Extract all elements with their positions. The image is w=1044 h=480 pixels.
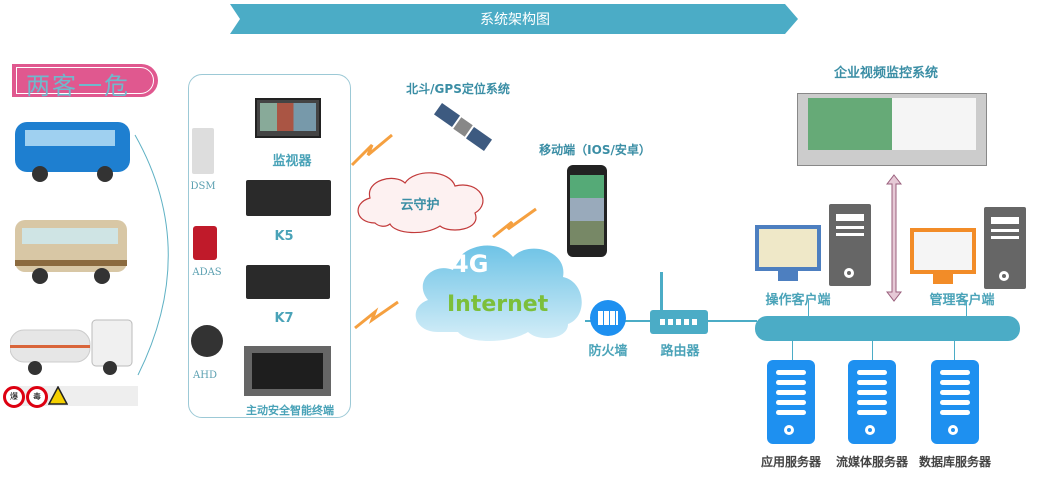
sensor-label: DSM [190, 181, 216, 192]
operator-pc-tower-icon [829, 204, 871, 286]
mobile-phone-icon [567, 165, 607, 257]
toxic-sign-icon: 毒 [26, 386, 48, 408]
lightning-icon [492, 207, 537, 239]
minibus-icon [15, 220, 127, 284]
client-label: 操作客户端 [765, 293, 831, 308]
badge-label: 两客一危 [26, 72, 130, 100]
router-icon [650, 310, 708, 334]
k7-recorder-icon [246, 265, 330, 299]
server-label: 应用服务器 [760, 455, 822, 469]
connector [808, 300, 809, 318]
app-server-icon [767, 360, 815, 444]
vehicle-device-panel [188, 74, 351, 418]
firewall-icon [590, 300, 626, 336]
vehicles [10, 122, 138, 406]
connector [872, 341, 873, 361]
internet-cloud-icon [415, 245, 582, 341]
operator-monitor-icon [755, 225, 821, 271]
dsm-camera-icon [192, 128, 214, 174]
device-label: K7 [274, 311, 294, 326]
enterprise-system-label: 企业视频监控系统 [833, 66, 939, 81]
firewall-label: 防火墙 [588, 344, 628, 359]
client-label: 管理客户端 [929, 293, 995, 308]
4g-label: 4G [452, 250, 489, 278]
enterprise-monitor-icon [797, 93, 987, 166]
monitor-stand [778, 271, 798, 281]
router-label: 路由器 [660, 344, 700, 359]
wireless-links [350, 133, 399, 330]
lightning-icon [350, 133, 393, 167]
cloud-guard-label: 云守护 [400, 198, 440, 213]
satellite-icon [433, 102, 493, 152]
device-label: 主动安全智能终端 [246, 404, 334, 417]
connector [966, 300, 967, 318]
connector [954, 341, 955, 361]
coach-bus-icon [15, 122, 130, 182]
satellite-label: 北斗/GPS定位系统 [406, 82, 510, 96]
title-banner [230, 4, 798, 34]
explosive-sign-icon: 爆 [3, 386, 25, 408]
server-label: 数据库服务器 [918, 455, 992, 469]
internet-label: Internet [447, 292, 549, 317]
adas-camera-icon [193, 226, 217, 260]
category-badge: 两客一危 [12, 64, 158, 100]
database-server-icon [931, 360, 979, 444]
manager-monitor-icon [910, 228, 976, 274]
ahd-camera-icon [191, 325, 223, 357]
monitor-icon [255, 98, 321, 138]
sensor-label: AHD [193, 370, 217, 381]
device-label: 监视器 [272, 154, 312, 169]
server-label: 流媒体服务器 [835, 455, 909, 469]
lightning-icon [354, 300, 399, 330]
router-antenna [660, 272, 663, 312]
double-arrow-icon [886, 174, 902, 302]
smart-terminal-icon [244, 346, 331, 396]
sensor-label: ADAS [192, 267, 222, 278]
media-server-icon [848, 360, 896, 444]
mobile-label: 移动端（IOS/安卓） [539, 143, 651, 157]
diagram-title: 系统架构图 [480, 12, 550, 28]
connector [792, 341, 793, 361]
monitor-stand [933, 274, 953, 284]
tanker-truck-icon [10, 319, 133, 375]
network-bus [755, 316, 1020, 341]
flammable-warning-icon [48, 386, 68, 405]
k5-recorder-icon [246, 180, 331, 216]
cloud-guard-icon [357, 172, 484, 234]
device-label: K5 [274, 229, 294, 244]
manager-pc-tower-icon [984, 207, 1026, 289]
connection-curve [134, 134, 169, 376]
